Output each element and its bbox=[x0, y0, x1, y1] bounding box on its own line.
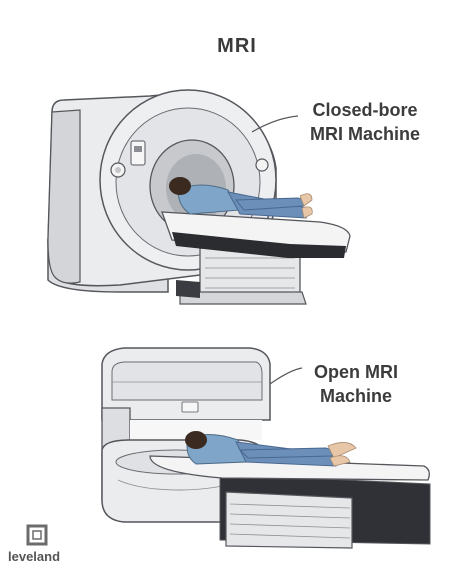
closed-patient bbox=[169, 177, 313, 219]
open-patient bbox=[185, 431, 357, 467]
open-mri-label-line-1: Open MRI bbox=[314, 362, 398, 382]
closed-bore-label: Closed-bore MRI Machine bbox=[300, 98, 430, 146]
open-mri-machine bbox=[101, 347, 431, 549]
cleveland-clinic-logo-icon bbox=[26, 524, 48, 546]
cleveland-clinic-logo-text: leveland bbox=[8, 549, 61, 564]
closed-bore-mri-machine bbox=[47, 89, 351, 305]
open-mri-label: Open MRI Machine bbox=[298, 360, 414, 408]
closed-bore-label-line-1: Closed-bore bbox=[312, 100, 418, 120]
closed-bore-label-line-2: MRI Machine bbox=[309, 124, 420, 144]
open-mri-label-line-2: Machine bbox=[319, 386, 393, 406]
diagram-title: MRI bbox=[217, 35, 257, 57]
